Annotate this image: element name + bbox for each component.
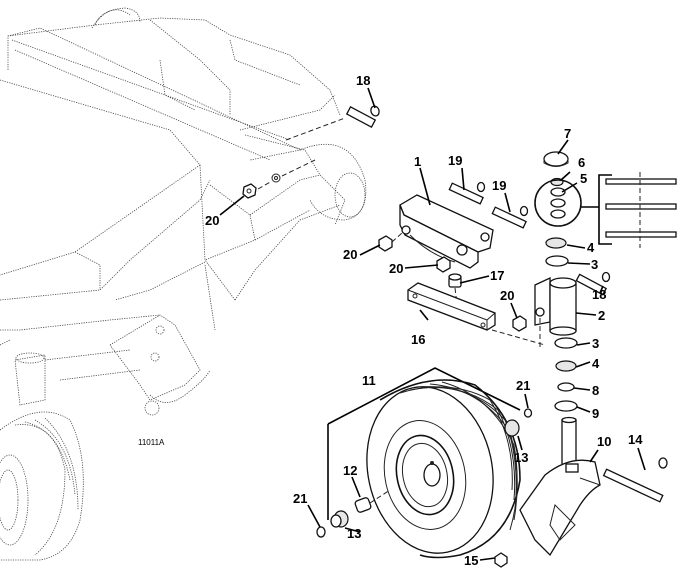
callout-16: 16 bbox=[411, 332, 425, 347]
part-14-axle-bolt bbox=[602, 457, 668, 503]
washer-detail-inset bbox=[598, 172, 677, 248]
part-1-bracket bbox=[399, 194, 494, 269]
callout-20: 20 bbox=[500, 288, 514, 303]
callout-4: 4 bbox=[587, 240, 595, 255]
callout-21: 21 bbox=[293, 491, 307, 506]
callout-18: 18 bbox=[592, 287, 606, 302]
callout-6: 6 bbox=[578, 155, 585, 170]
part-10-fork bbox=[519, 416, 601, 557]
part-20-nuts bbox=[378, 232, 527, 332]
callout-18: 18 bbox=[356, 73, 370, 88]
callout-4: 4 bbox=[592, 356, 600, 371]
part-11-wheel bbox=[327, 367, 521, 559]
callout-20: 20 bbox=[389, 261, 403, 276]
wheel-hardware bbox=[316, 408, 533, 568]
callout-11: 11 bbox=[362, 373, 376, 388]
part-19-bolts bbox=[448, 181, 529, 229]
callout-5: 5 bbox=[580, 171, 587, 186]
part-2-housing bbox=[534, 276, 577, 350]
part-18-bolt-deck bbox=[345, 105, 380, 128]
bearing-stack-bottom bbox=[554, 337, 578, 412]
callout-labels: 18 20 1 19 19 20 20 17 16 20 7 6 5 4 3 1… bbox=[138, 73, 643, 568]
callout-7: 7 bbox=[564, 126, 571, 141]
part-17-bumper bbox=[448, 273, 462, 305]
callout-3: 3 bbox=[592, 336, 599, 351]
figure-code: 11011A bbox=[138, 438, 165, 447]
callout-13: 13 bbox=[347, 526, 361, 541]
mower-deck-illustration bbox=[0, 7, 367, 561]
callout-19: 19 bbox=[448, 153, 462, 168]
leader-lines bbox=[219, 87, 646, 561]
callout-20: 20 bbox=[343, 247, 357, 262]
callout-15: 15 bbox=[464, 553, 478, 568]
callout-10: 10 bbox=[597, 434, 611, 449]
callout-21: 21 bbox=[516, 378, 530, 393]
bearing-stack-top bbox=[534, 151, 599, 267]
callout-9: 9 bbox=[592, 406, 599, 421]
callout-2: 2 bbox=[598, 308, 605, 323]
part-16-support-bar bbox=[407, 282, 546, 346]
callout-20: 20 bbox=[205, 213, 219, 228]
callout-12: 12 bbox=[343, 463, 357, 478]
callout-8: 8 bbox=[592, 383, 599, 398]
callout-13: 13 bbox=[514, 450, 528, 465]
callout-14: 14 bbox=[628, 432, 643, 447]
callout-17: 17 bbox=[490, 268, 504, 283]
callout-3: 3 bbox=[591, 257, 598, 272]
callout-19: 19 bbox=[492, 178, 506, 193]
part-18-bolt-housing bbox=[575, 271, 611, 296]
callout-1: 1 bbox=[414, 154, 421, 169]
